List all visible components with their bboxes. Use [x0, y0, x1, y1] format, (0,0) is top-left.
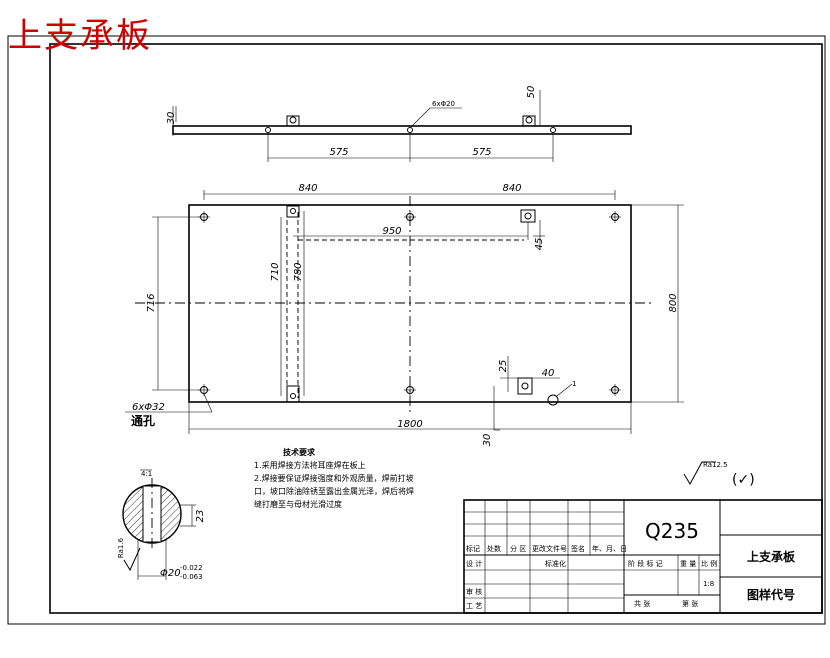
lug-40-dim: 40 — [542, 368, 555, 379]
side-hole-note: 6xΦ20 — [432, 100, 455, 108]
half-right-dim: 840 — [502, 183, 521, 194]
thickness-dim: 30 — [166, 112, 177, 125]
spacing-left-dim: 575 — [329, 147, 348, 158]
offset-25-dim: 25 — [498, 360, 509, 373]
tech-req-heading: 技术要求 — [283, 447, 316, 457]
side-lug-left — [286, 115, 300, 127]
tb-sign: 签名 — [571, 544, 585, 553]
tb-review: 审 核 — [466, 587, 482, 596]
plan-view: 840 840 950 45 716 710 780 800 25 40 1 — [125, 183, 684, 446]
tb-stage: 阶 段 标 记 — [628, 559, 663, 568]
title-block: Q235 上支承板 图样代号 标记 处数 分 区 更改文件号 签名 年、月、日 … — [463, 499, 823, 614]
tb-mark: 标记 — [466, 544, 480, 553]
height-800-dim: 800 — [668, 293, 679, 312]
technical-requirements: 技术要求 1.采用焊接方法将耳座焊在板上 2.焊接要保证焊接强度和外观质量，焊前… — [254, 447, 414, 509]
lug-height-dim: 50 — [526, 86, 537, 99]
length-dim: 1800 — [397, 419, 422, 430]
detail-diameter: Φ20 — [160, 568, 181, 579]
tb-sheet-no: 第 张 — [682, 599, 698, 608]
side-view: 30 50 6xΦ20 575 575 — [166, 86, 632, 162]
hole-callout: 6xΦ32 — [132, 402, 165, 413]
tb-zone: 分 区 — [510, 544, 526, 553]
material-text: Q235 — [645, 519, 699, 543]
plan-lug-top-right — [520, 209, 536, 223]
height-710-dim: 710 — [270, 262, 281, 281]
height-780-dim: 780 — [293, 262, 304, 281]
mounting-holes — [198, 211, 621, 396]
side-hole — [407, 127, 413, 133]
tb-ratio-val: 1:8 — [703, 580, 714, 588]
tech-req-item-2c: 缝打磨至与母材光滑过度 — [254, 499, 342, 509]
tech-req-item-1: 1.采用焊接方法将耳座焊在板上 — [254, 460, 366, 470]
through-hole-label: 通孔 — [131, 413, 155, 428]
detail-view: 4:1 23 Ra1.6 Φ20 -0.022 -0.063 — [117, 469, 206, 581]
height-716-dim: 716 — [146, 293, 157, 312]
tb-date: 年、月、日 — [592, 544, 627, 553]
plan-lug-bottom-left — [286, 385, 300, 403]
tb-process: 工 艺 — [466, 602, 482, 610]
tol-upper: -0.022 — [180, 564, 203, 572]
surface-finish-note: Ra12.5 (✓) — [683, 461, 755, 488]
tb-sheets: 共 张 — [634, 599, 650, 608]
side-lug-right — [522, 115, 536, 127]
detail-marker — [547, 394, 559, 406]
roughness-label: Ra1.6 — [117, 537, 125, 558]
tb-std: 标准化 — [545, 559, 566, 568]
tb-count: 处数 — [487, 544, 501, 553]
side-hole — [550, 127, 556, 133]
offset-45-dim: 45 — [534, 238, 545, 251]
tb-weight: 重 量 — [680, 560, 696, 568]
detail-scale: 4:1 — [141, 470, 152, 478]
drawing-frame — [49, 43, 823, 614]
detail-width-dim: 23 — [195, 510, 206, 523]
inner-span-dim: 950 — [382, 226, 401, 237]
surface-check: (✓) — [732, 472, 755, 488]
plan-lug-top-left — [286, 205, 300, 218]
tol-lower: -0.063 — [180, 573, 203, 581]
surface-ra: Ra12.5 — [703, 461, 728, 469]
tb-design: 设 计 — [466, 559, 482, 568]
part-name: 上支承板 — [747, 549, 796, 564]
tb-doc: 更改文件号 — [532, 544, 567, 553]
side-view-plate — [172, 125, 632, 135]
half-left-dim: 840 — [298, 183, 317, 194]
side-hole — [265, 127, 271, 133]
drawing-title-stamp: 上支承板 — [8, 16, 152, 56]
tech-req-item-2a: 2.焊接要保证焊接强度和外观质量，焊前打坡 — [254, 473, 414, 483]
bottom-30-dim: 30 — [482, 434, 493, 447]
leader-1-label: 1 — [572, 380, 576, 388]
sheet-border — [7, 35, 826, 625]
spacing-right-dim: 575 — [472, 147, 491, 158]
tech-req-item-2b: 口，坡口除油除锈至露出金属光泽，焊后将焊 — [254, 486, 414, 496]
tb-ratio: 比 例 — [701, 559, 717, 568]
plan-lug-bottom-right — [517, 377, 533, 395]
drawing-number: 图样代号 — [747, 587, 795, 602]
